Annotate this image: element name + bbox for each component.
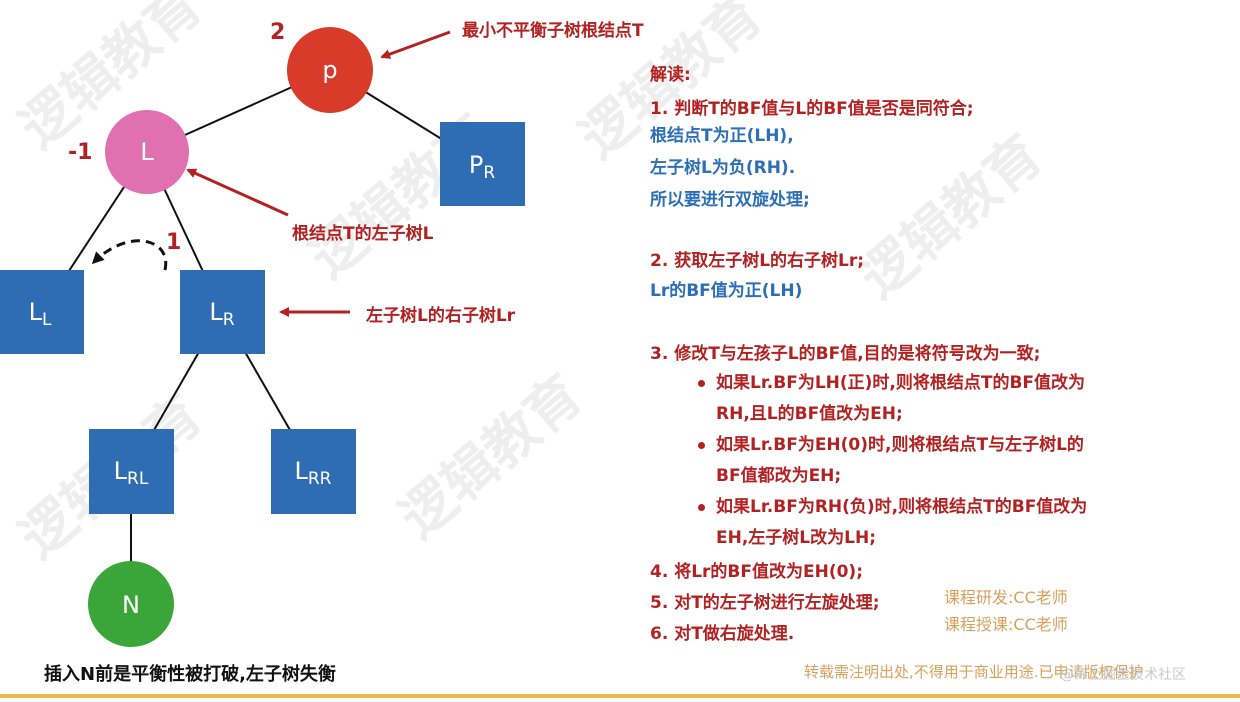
node-LR-sub: R bbox=[223, 310, 235, 330]
credit-teach: 课程授课:CC老师 bbox=[944, 615, 1068, 634]
credit-dev: 课程研发:CC老师 bbox=[944, 588, 1068, 607]
explain-step-4: 4. 将Lr的BF值改为EH(0); bbox=[650, 562, 863, 582]
node-PR-main: P bbox=[469, 151, 483, 179]
bf-p: 2 bbox=[270, 20, 286, 45]
bf-L: -1 bbox=[68, 140, 93, 165]
node-PR-sub: R bbox=[483, 163, 495, 183]
bottom-accent-bar bbox=[0, 694, 1240, 698]
bullet-dot bbox=[698, 504, 705, 511]
node-p bbox=[287, 27, 373, 113]
node-L-label: L bbox=[140, 138, 154, 166]
bullet-2-line-1: 如果Lr.BF为EH(0)时,则将根结点T与左子树L的 bbox=[716, 435, 1084, 455]
node-LL bbox=[0, 270, 84, 354]
bullet-3-line-2: EH,左子树L改为LH; bbox=[716, 528, 876, 548]
node-LRR-sub: RR bbox=[308, 469, 332, 489]
node-p-label: p bbox=[322, 56, 337, 84]
explain-title: 解读: bbox=[650, 65, 691, 85]
bullet-1-line-2: RH,且L的BF值改为EH; bbox=[716, 404, 903, 424]
site-watermark: @稀土掘金技术社区 bbox=[1060, 667, 1186, 683]
node-LRL bbox=[89, 429, 174, 514]
node-LRL-main: L bbox=[114, 457, 128, 485]
explain-step-2: 2. 获取左子树L的右子树Lr; bbox=[650, 251, 865, 271]
node-L bbox=[105, 110, 189, 194]
rotation-arrow bbox=[91, 239, 168, 271]
node-LRR-label: LRR bbox=[295, 457, 332, 489]
explain-step-6: 6. 对T做右旋处理. bbox=[650, 624, 795, 644]
node-LR-label: LR bbox=[209, 298, 234, 330]
node-LL-sub: L bbox=[42, 310, 52, 330]
explain-step-1b: 左子树L为负(RH). bbox=[650, 158, 796, 178]
bullet-2-line-2: BF值都改为EH; bbox=[716, 466, 842, 486]
caption: 插入N前是平衡性被打破,左子树失衡 bbox=[44, 664, 336, 685]
arrow-left-child bbox=[186, 168, 289, 217]
node-LRL-label: LRL bbox=[114, 457, 149, 489]
explain-step-5: 5. 对T的左子树进行左旋处理; bbox=[650, 593, 880, 613]
explain-step-1c: 所以要进行双旋处理; bbox=[650, 190, 810, 210]
node-LRL-sub: RL bbox=[127, 469, 149, 489]
watermark-text: 逻辑教育 bbox=[388, 363, 594, 550]
node-LL-label: LL bbox=[29, 298, 52, 330]
explain-step-2a: Lr的BF值为正(LH) bbox=[650, 281, 803, 301]
node-LR-main: L bbox=[209, 298, 223, 326]
node-PR-label: PR bbox=[469, 151, 495, 183]
explain-step-1a: 根结点T为正(LH), bbox=[650, 126, 794, 146]
watermark-text: 逻辑教育 bbox=[848, 123, 1054, 310]
annotation-root: 最小不平衡子树根结点T bbox=[462, 21, 644, 41]
node-LRR bbox=[271, 429, 356, 514]
bullet-dot bbox=[698, 442, 705, 449]
node-LRR-main: L bbox=[295, 457, 309, 485]
bullet-3-line-1: 如果Lr.BF为RH(负)时,则将根结点T的BF值改为 bbox=[716, 497, 1088, 517]
node-N bbox=[88, 561, 174, 647]
node-LR bbox=[180, 270, 265, 354]
bullet-1-line-1: 如果Lr.BF为LH(正)时,则将根结点T的BF值改为 bbox=[716, 373, 1086, 393]
annotation-arrows bbox=[186, 30, 451, 317]
annotation-left-child: 根结点T的左子树L bbox=[292, 224, 434, 244]
node-N-label: N bbox=[122, 591, 140, 619]
arrow-root bbox=[380, 30, 451, 59]
explain-step-1: 1. 判断T的BF值与L的BF值是否是同符合; bbox=[650, 99, 974, 119]
node-LL-main: L bbox=[29, 298, 43, 326]
copyright-notice: 转载需注明出处,不得用于商业用途.已申请版权保护 bbox=[804, 663, 1144, 681]
bullet-dot bbox=[698, 380, 705, 387]
bf-rotate: 1 bbox=[166, 230, 182, 255]
node-PR bbox=[440, 122, 525, 206]
explain-step-3: 3. 修改T与左孩子L的BF值,目的是将符号改为一致; bbox=[650, 344, 1041, 364]
annotation-left-right-child: 左子树L的右子树Lr bbox=[366, 306, 516, 326]
